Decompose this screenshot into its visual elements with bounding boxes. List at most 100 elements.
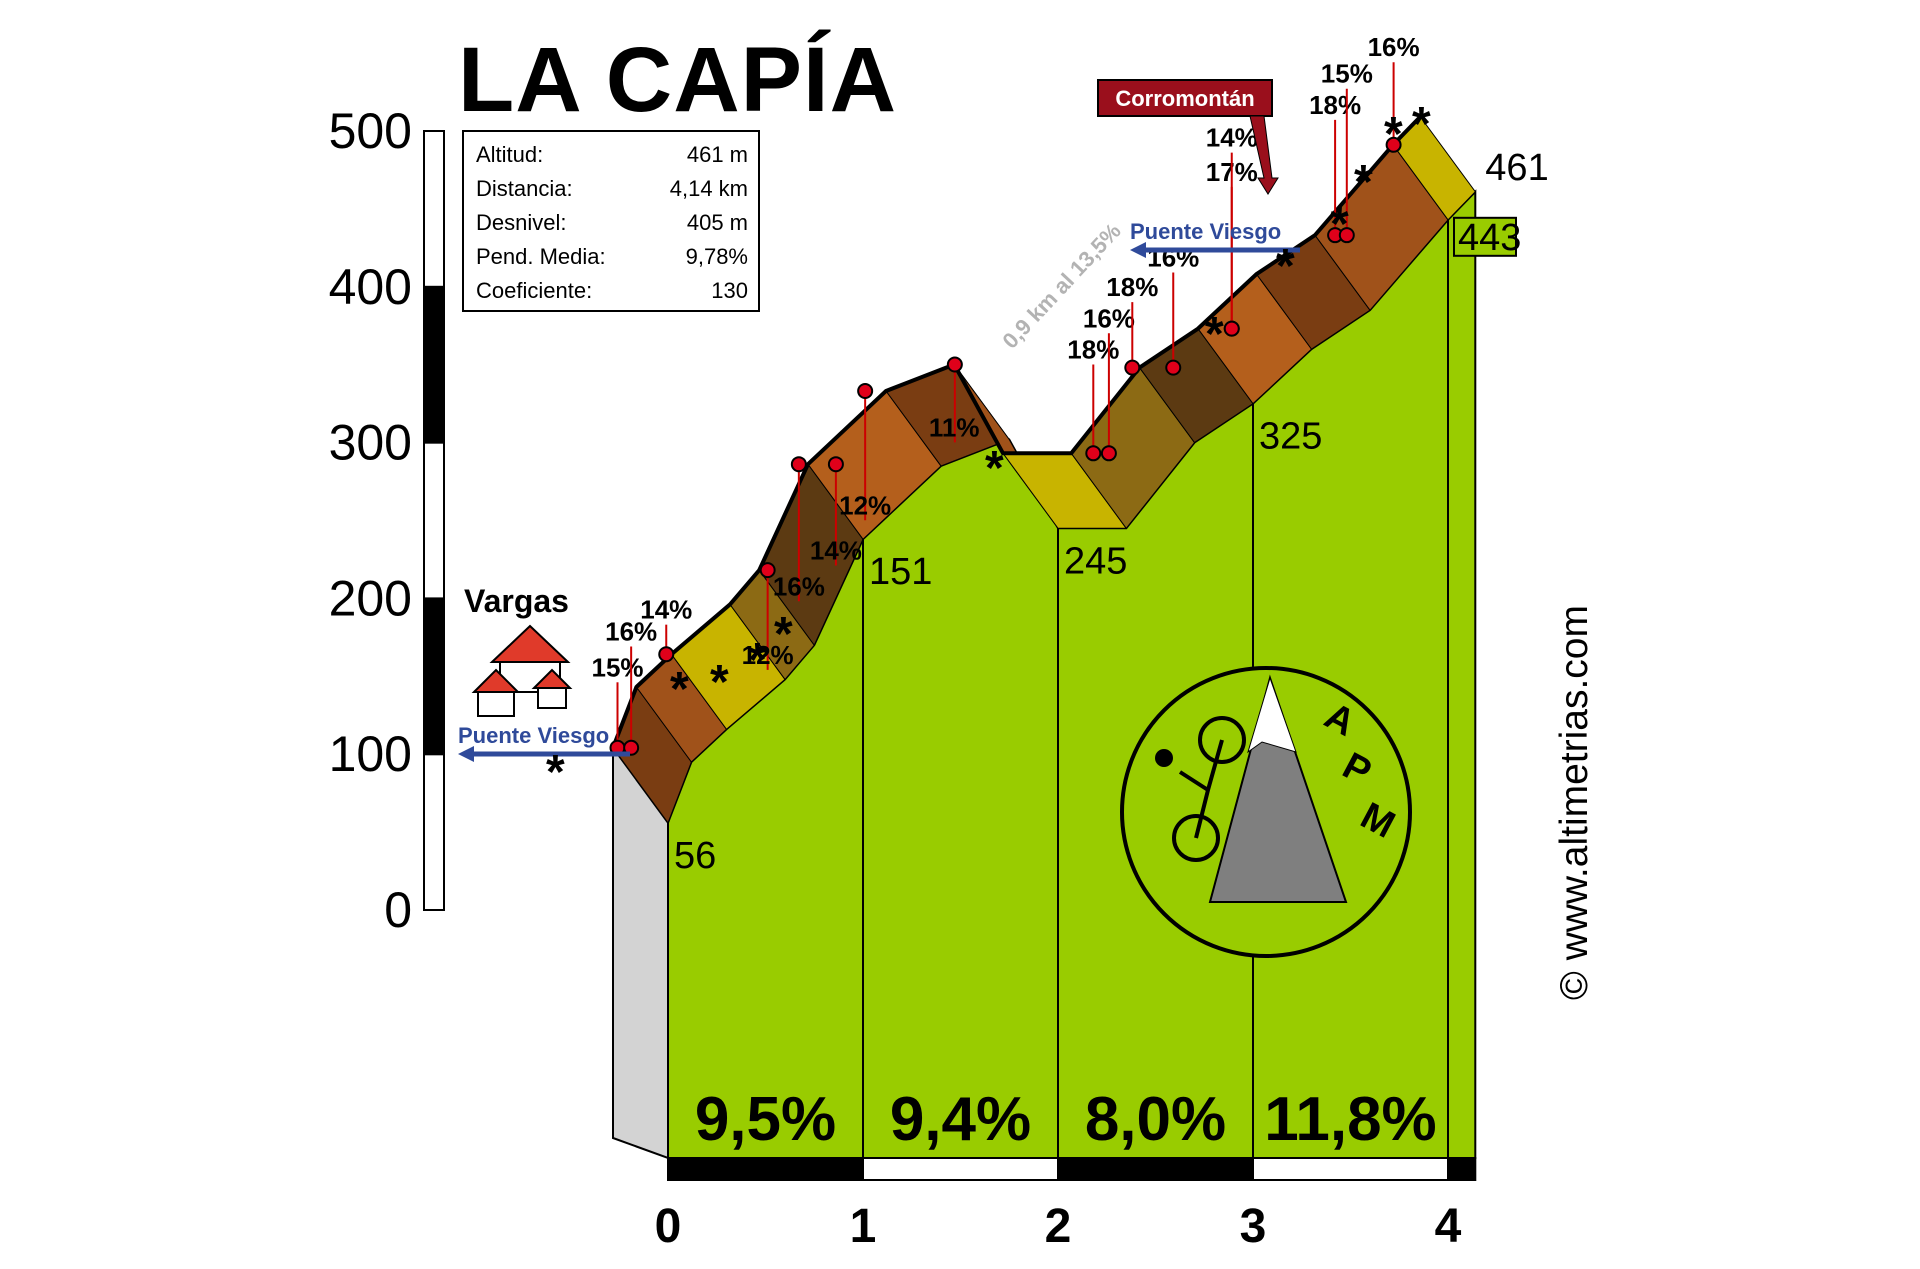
km-axis-segment: [1057, 1157, 1254, 1181]
ramp-dot: [1085, 445, 1102, 462]
mountain-snow: [1247, 676, 1297, 754]
chart-title: LA CAPÍA: [458, 29, 898, 131]
direction-label: Puente Viesgo: [1130, 219, 1281, 244]
stat-value: 4,14 km: [669, 176, 748, 201]
ramp-dot: [1124, 359, 1141, 376]
junction-asterisk: *: [1330, 198, 1349, 251]
ramp-gradient-label: 14%: [640, 595, 692, 625]
ramp-gradient-label: 16%: [1147, 243, 1199, 273]
stat-row: Desnivel: 405 m: [476, 206, 748, 240]
stat-row: Coeficiente: 130: [476, 274, 748, 308]
place-label-corromontan: Corromontán: [1115, 86, 1254, 111]
apm-logo: APM: [1120, 666, 1412, 958]
junction-asterisk: *: [1412, 98, 1431, 151]
ramp-gradient-label: 15%: [1321, 59, 1373, 89]
stat-row: Altitud: 461 m: [476, 138, 748, 172]
ramp-dot: [1223, 320, 1240, 337]
ramp-dot: [623, 739, 640, 756]
ramp-gradient-label: 11%: [929, 412, 980, 442]
mountain-icon: [1208, 674, 1348, 903]
website-credit: © www.altimetrias.com: [1553, 605, 1596, 1000]
stat-row: Distancia: 4,14 km: [476, 172, 748, 206]
ramp-dot: [857, 382, 874, 399]
ramp-gradient-label: 18%: [1067, 334, 1119, 364]
stat-label: Altitud:: [476, 142, 544, 167]
stat-value: 130: [711, 278, 748, 303]
ramp-dot: [658, 646, 675, 663]
segment-gradient-label: 9,5%: [695, 1085, 836, 1154]
place-label-vargas: Vargas: [464, 583, 569, 619]
stat-label: Desnivel:: [476, 210, 567, 235]
altitude-marker-label: 325: [1259, 416, 1322, 458]
km-axis-segment: [667, 1157, 864, 1181]
ramp-dot: [1165, 359, 1182, 376]
ramp-dot: [1100, 445, 1117, 462]
ramp-dot: [790, 456, 807, 473]
stat-value: 405 m: [686, 210, 748, 235]
ramp-dot: [827, 456, 844, 473]
km-axis-segment: [862, 1157, 1059, 1181]
junction-asterisk: *: [985, 442, 1004, 495]
y-tick-label: 500: [329, 103, 412, 159]
segment-gradient-label: 11,8%: [1264, 1085, 1436, 1154]
junction-asterisk: *: [1276, 240, 1295, 293]
house-body: [537, 687, 567, 709]
junction-asterisk: *: [1384, 108, 1403, 161]
stat-label: Pend. Media:: [476, 244, 606, 269]
junction-asterisk: *: [748, 634, 767, 687]
km-axis-segment: [1447, 1157, 1477, 1181]
village-icon: [471, 624, 573, 717]
km-axis-segment: [1252, 1157, 1449, 1181]
place-pointer-arrow: [1249, 115, 1279, 195]
ramp-dot: [759, 562, 776, 579]
place-sign: [1097, 79, 1273, 117]
direction-label: Puente Viesgo: [458, 723, 609, 748]
ramp-gradient-label: 18%: [1106, 272, 1158, 302]
y-tick-label: 100: [329, 726, 412, 782]
ramp-dot: [1338, 227, 1355, 244]
junction-asterisk: *: [1354, 156, 1373, 209]
stat-label: Distancia:: [476, 176, 573, 201]
direction-arrowhead: [1130, 242, 1146, 258]
scale-segment: [423, 285, 445, 444]
altitude-marker-label: 245: [1064, 540, 1127, 582]
junction-asterisk: *: [546, 746, 565, 799]
stat-label: Coeficiente:: [476, 278, 593, 303]
y-tick-label: 300: [329, 415, 412, 471]
x-tick-label: 4: [1435, 1200, 1462, 1253]
altitude-marker-label: 461: [1485, 147, 1548, 189]
stat-value: 461 m: [686, 142, 748, 167]
altitude-marker-label: 443: [1458, 217, 1521, 259]
altitude-marker-box: [1453, 216, 1517, 257]
scale-segment: [423, 597, 445, 756]
ramp-gradient-label: 18%: [1309, 90, 1361, 120]
ramp-gradient-label: 12%: [742, 640, 794, 670]
junction-asterisk: *: [670, 663, 689, 716]
x-tick-label: 1: [850, 1200, 877, 1253]
junction-asterisk: *: [710, 656, 729, 709]
scale-segment: [423, 441, 445, 600]
cyclist-icon: [1178, 739, 1224, 839]
ramp-gradient-label: 14%: [1206, 123, 1258, 153]
bike-wheel-icon: [1198, 716, 1246, 764]
ramp-gradient-label: 12%: [839, 490, 891, 520]
ramp-dot: [946, 356, 963, 373]
profile-ridge-line: [611, 115, 1422, 749]
stat-value: 9,78%: [685, 244, 748, 269]
ramp-dot: [1385, 136, 1402, 153]
junction-asterisk: *: [1205, 308, 1224, 361]
stat-row: Pend. Media: 9,78%: [476, 240, 748, 274]
altitude-marker-label: 151: [869, 551, 932, 593]
ramp-gradient-label: 16%: [605, 616, 657, 646]
direction-arrowhead: [458, 746, 474, 762]
scale-segment: [423, 753, 445, 912]
y-tick-label: 0: [384, 882, 412, 938]
x-tick-label: 0: [655, 1200, 682, 1253]
y-tick-label: 400: [329, 259, 412, 315]
profile-markers: 15%16%14%12%16%14%12%11%18%16%18%16%17%1…: [592, 32, 1420, 756]
cyclist-head-icon: [1155, 749, 1173, 767]
